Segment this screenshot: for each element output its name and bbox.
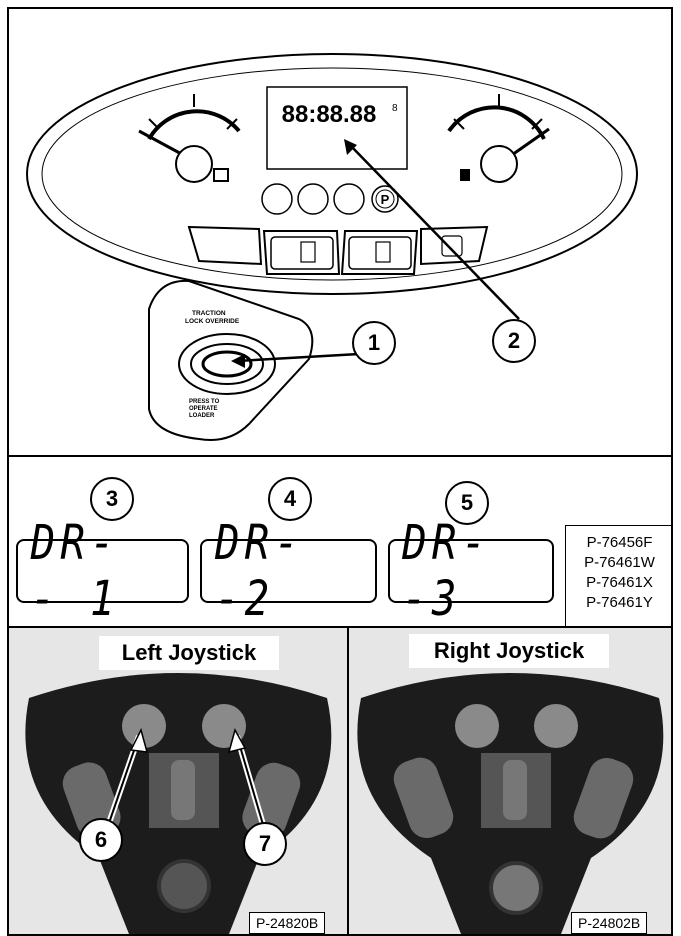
callout-6: 6 [79, 818, 123, 862]
part-number: P-76461W [584, 554, 655, 571]
svg-text:P: P [381, 192, 390, 207]
arrow-2 [348, 143, 520, 320]
traction-lock-keypad: TRACTION LOCK OVERRIDE PRESS TO OPERATE … [148, 279, 314, 441]
callout-2: 2 [492, 319, 536, 363]
panel-buttons[interactable] [187, 225, 489, 275]
part-number: P-76456F [586, 534, 653, 551]
callout-1: 1 [352, 321, 396, 365]
traction-lock-label-2: LOCK OVERRIDE [185, 318, 240, 325]
lcd-display [266, 86, 408, 170]
left-joystick-title: Left Joystick [99, 636, 279, 670]
instrument-panel-figure: 88:88.88 8 P TRACT [7, 7, 673, 457]
part-number-box: P-76456F P-76461W P-76461X P-76461Y [565, 525, 673, 628]
callout-3: 3 [90, 477, 134, 521]
right-joystick-title: Right Joystick [409, 634, 609, 668]
traction-lock-label-1: TRACTION [192, 310, 226, 317]
lcd-readout-mode-1: DR- - 1 [16, 515, 189, 627]
lcd-readout-mode-3: DR- -3 [388, 515, 554, 627]
fuel-gauge [447, 94, 550, 183]
display-modes-figure: 3 4 5 DR- - 1 DR- -2 DR- -3 P-76456F P-7… [7, 455, 673, 628]
right-joystick-photo: Right Joystick P-24802B [347, 626, 673, 936]
display-small-digit: 8 [392, 103, 398, 114]
callout-4: 4 [268, 477, 312, 521]
right-joystick-image [349, 628, 671, 934]
svg-text:PRESS TO: PRESS TO [189, 399, 220, 405]
temperature-gauge [138, 94, 241, 183]
left-joystick-photo: Left Joystick 6 7 P-24820B [7, 626, 349, 936]
instrument-panel-drawing: 88:88.88 8 P TRACT [26, 53, 638, 441]
callout-7: 7 [243, 822, 287, 866]
part-number: P-76461Y [586, 594, 653, 611]
left-joystick-photo-code: P-24820B [249, 912, 326, 934]
svg-text:LOADER: LOADER [189, 413, 215, 419]
left-joystick-image [9, 628, 347, 934]
right-joystick-photo-code: P-24802B [571, 912, 648, 934]
callout-5: 5 [445, 481, 489, 525]
display-digits: 88:88.88 [282, 101, 377, 128]
lcd-readout-mode-2: DR- -2 [200, 515, 377, 627]
arrow-1 [236, 352, 360, 363]
svg-text:OPERATE: OPERATE [189, 406, 218, 412]
part-number: P-76461X [586, 574, 653, 591]
indicator-lights: P [261, 183, 399, 215]
